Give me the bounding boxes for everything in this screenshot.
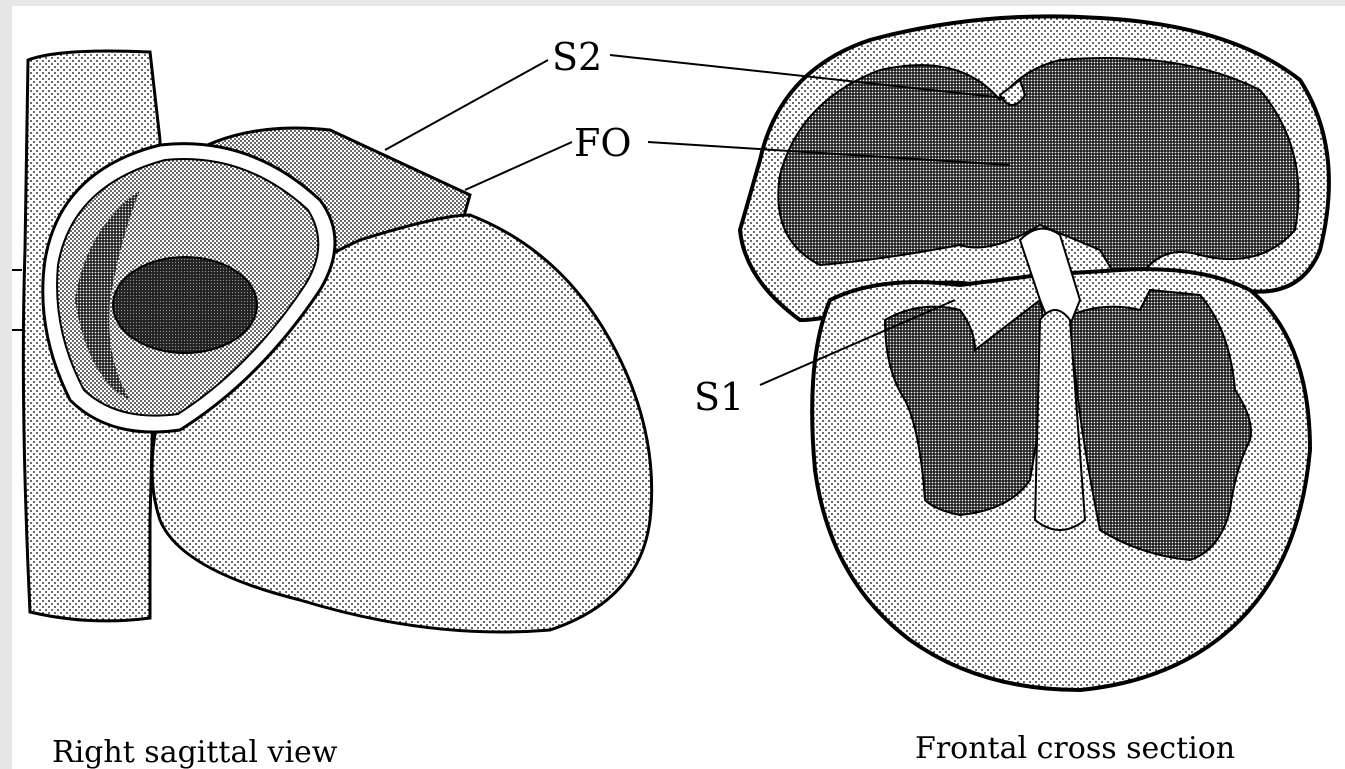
fossa-ovalis (113, 257, 257, 353)
right-sagittal-view (12, 51, 652, 632)
frontal-cross-section (740, 16, 1329, 690)
label-fo: FO (574, 121, 632, 165)
label-s1: S1 (694, 375, 744, 419)
caption-frontal-cross: Frontal cross section (915, 731, 1235, 766)
caption-right-sagittal: Right sagittal view (52, 735, 338, 769)
fo-leader-left (465, 142, 572, 190)
s2-leader-left (385, 60, 548, 150)
label-s2: S2 (552, 35, 602, 79)
